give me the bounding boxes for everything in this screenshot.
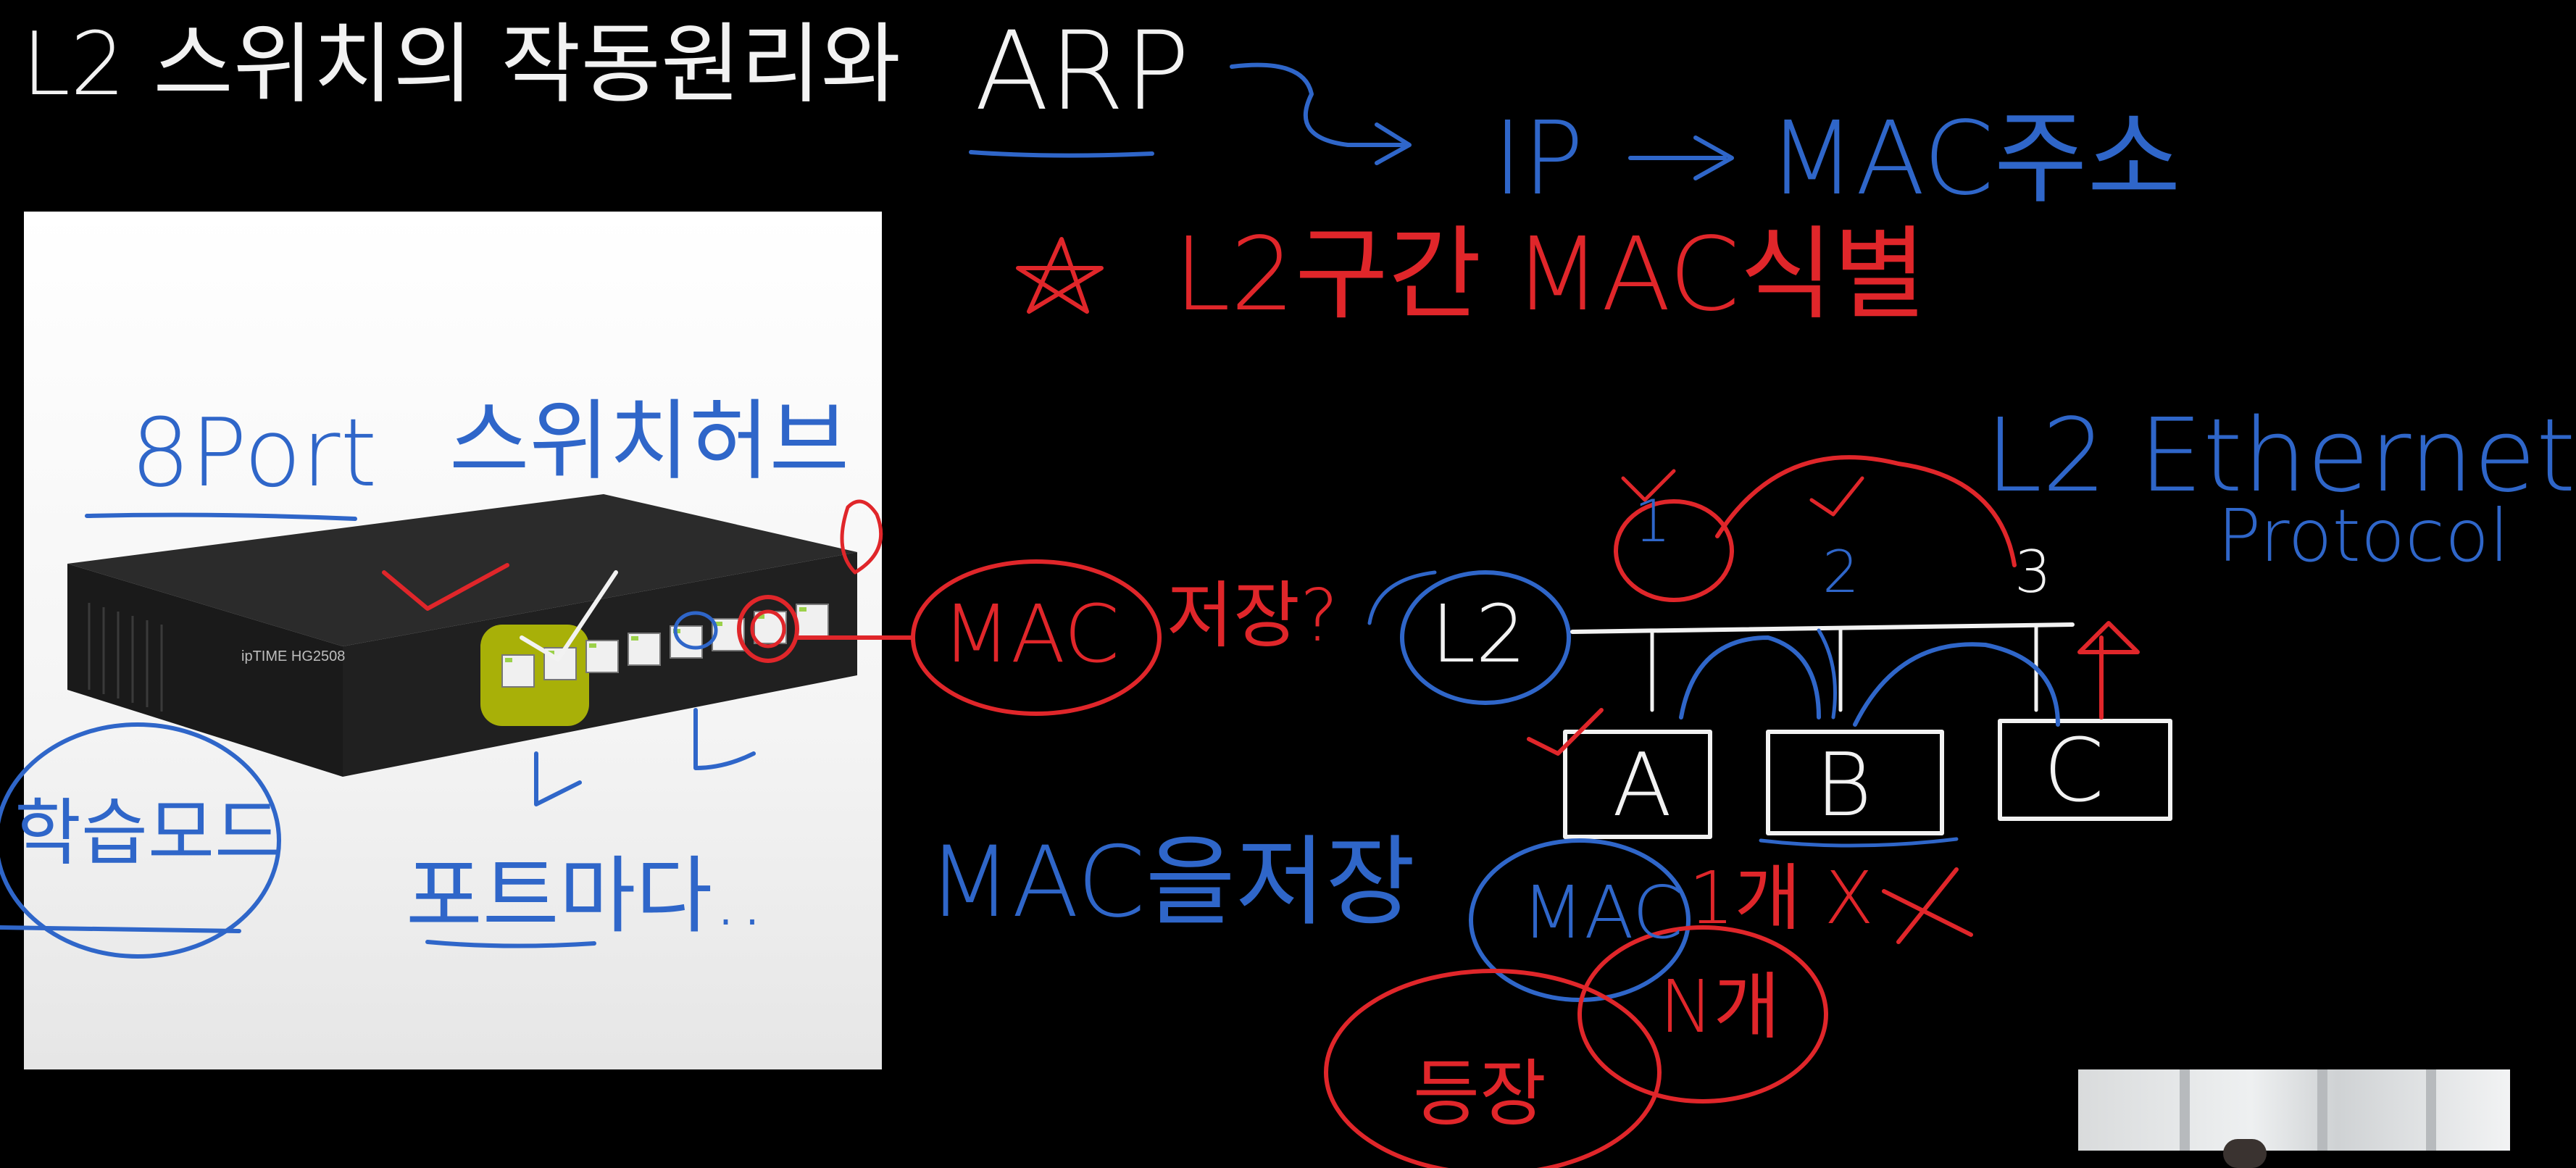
whiteboard-canvas: ipTIME HG2508 [0,9,2576,1168]
arp-keyword: ARP [975,9,1191,135]
switch-device-drawing: ipTIME HG2508 [67,494,857,777]
port-led [631,636,638,641]
board-title: L2 스위치의 작동원리와 [22,14,901,115]
port-led [757,614,764,619]
l2-section-note: L2구간 MAC식별 [1174,216,1927,334]
switch-hub-label: 스위치허브 [449,391,849,492]
host-c: C [2043,721,2104,822]
mac-red-label: MAC [942,588,1120,680]
ink-layer [0,62,2172,1168]
presenter-head [2223,1139,2267,1168]
ethernet-label: L2 Ethernet [1985,397,2576,515]
ethernet-port [670,625,703,659]
webcam-overlay [2078,1069,2510,1168]
port-led [715,622,722,626]
port-led [505,658,512,662]
per-port-label: 포트마다.. [406,848,766,945]
port-led [589,643,596,648]
saved-question-label: 저장? [1167,573,1339,658]
appearance-label: 등장 [1413,1051,1546,1136]
port-count-label: 8Port [130,398,378,508]
brand-label: ipTIME HG2508 [241,648,345,664]
mac-store-label: MAC을저장 [928,825,1416,939]
n-count-label: N개 [1659,964,1780,1049]
protocol-label: Protocol [2217,493,2509,578]
learning-mode-label: 학습모드 [14,791,281,875]
port-number-2: 2 [1822,538,1859,606]
port-led [799,607,806,612]
one-count-note: 1개 X [1688,856,1874,940]
l2-node-label: L2 [1431,588,1527,680]
mac-circle-label: MAC [1522,870,1683,955]
ip-label: IP [1493,100,1584,218]
host-b: B [1815,735,1872,836]
port-number-1: 1 [1634,488,1671,555]
mac-address-label: MAC주소 [1768,100,2181,218]
host-a: A [1612,735,1672,836]
port-number-3: 3 [2014,538,2051,606]
